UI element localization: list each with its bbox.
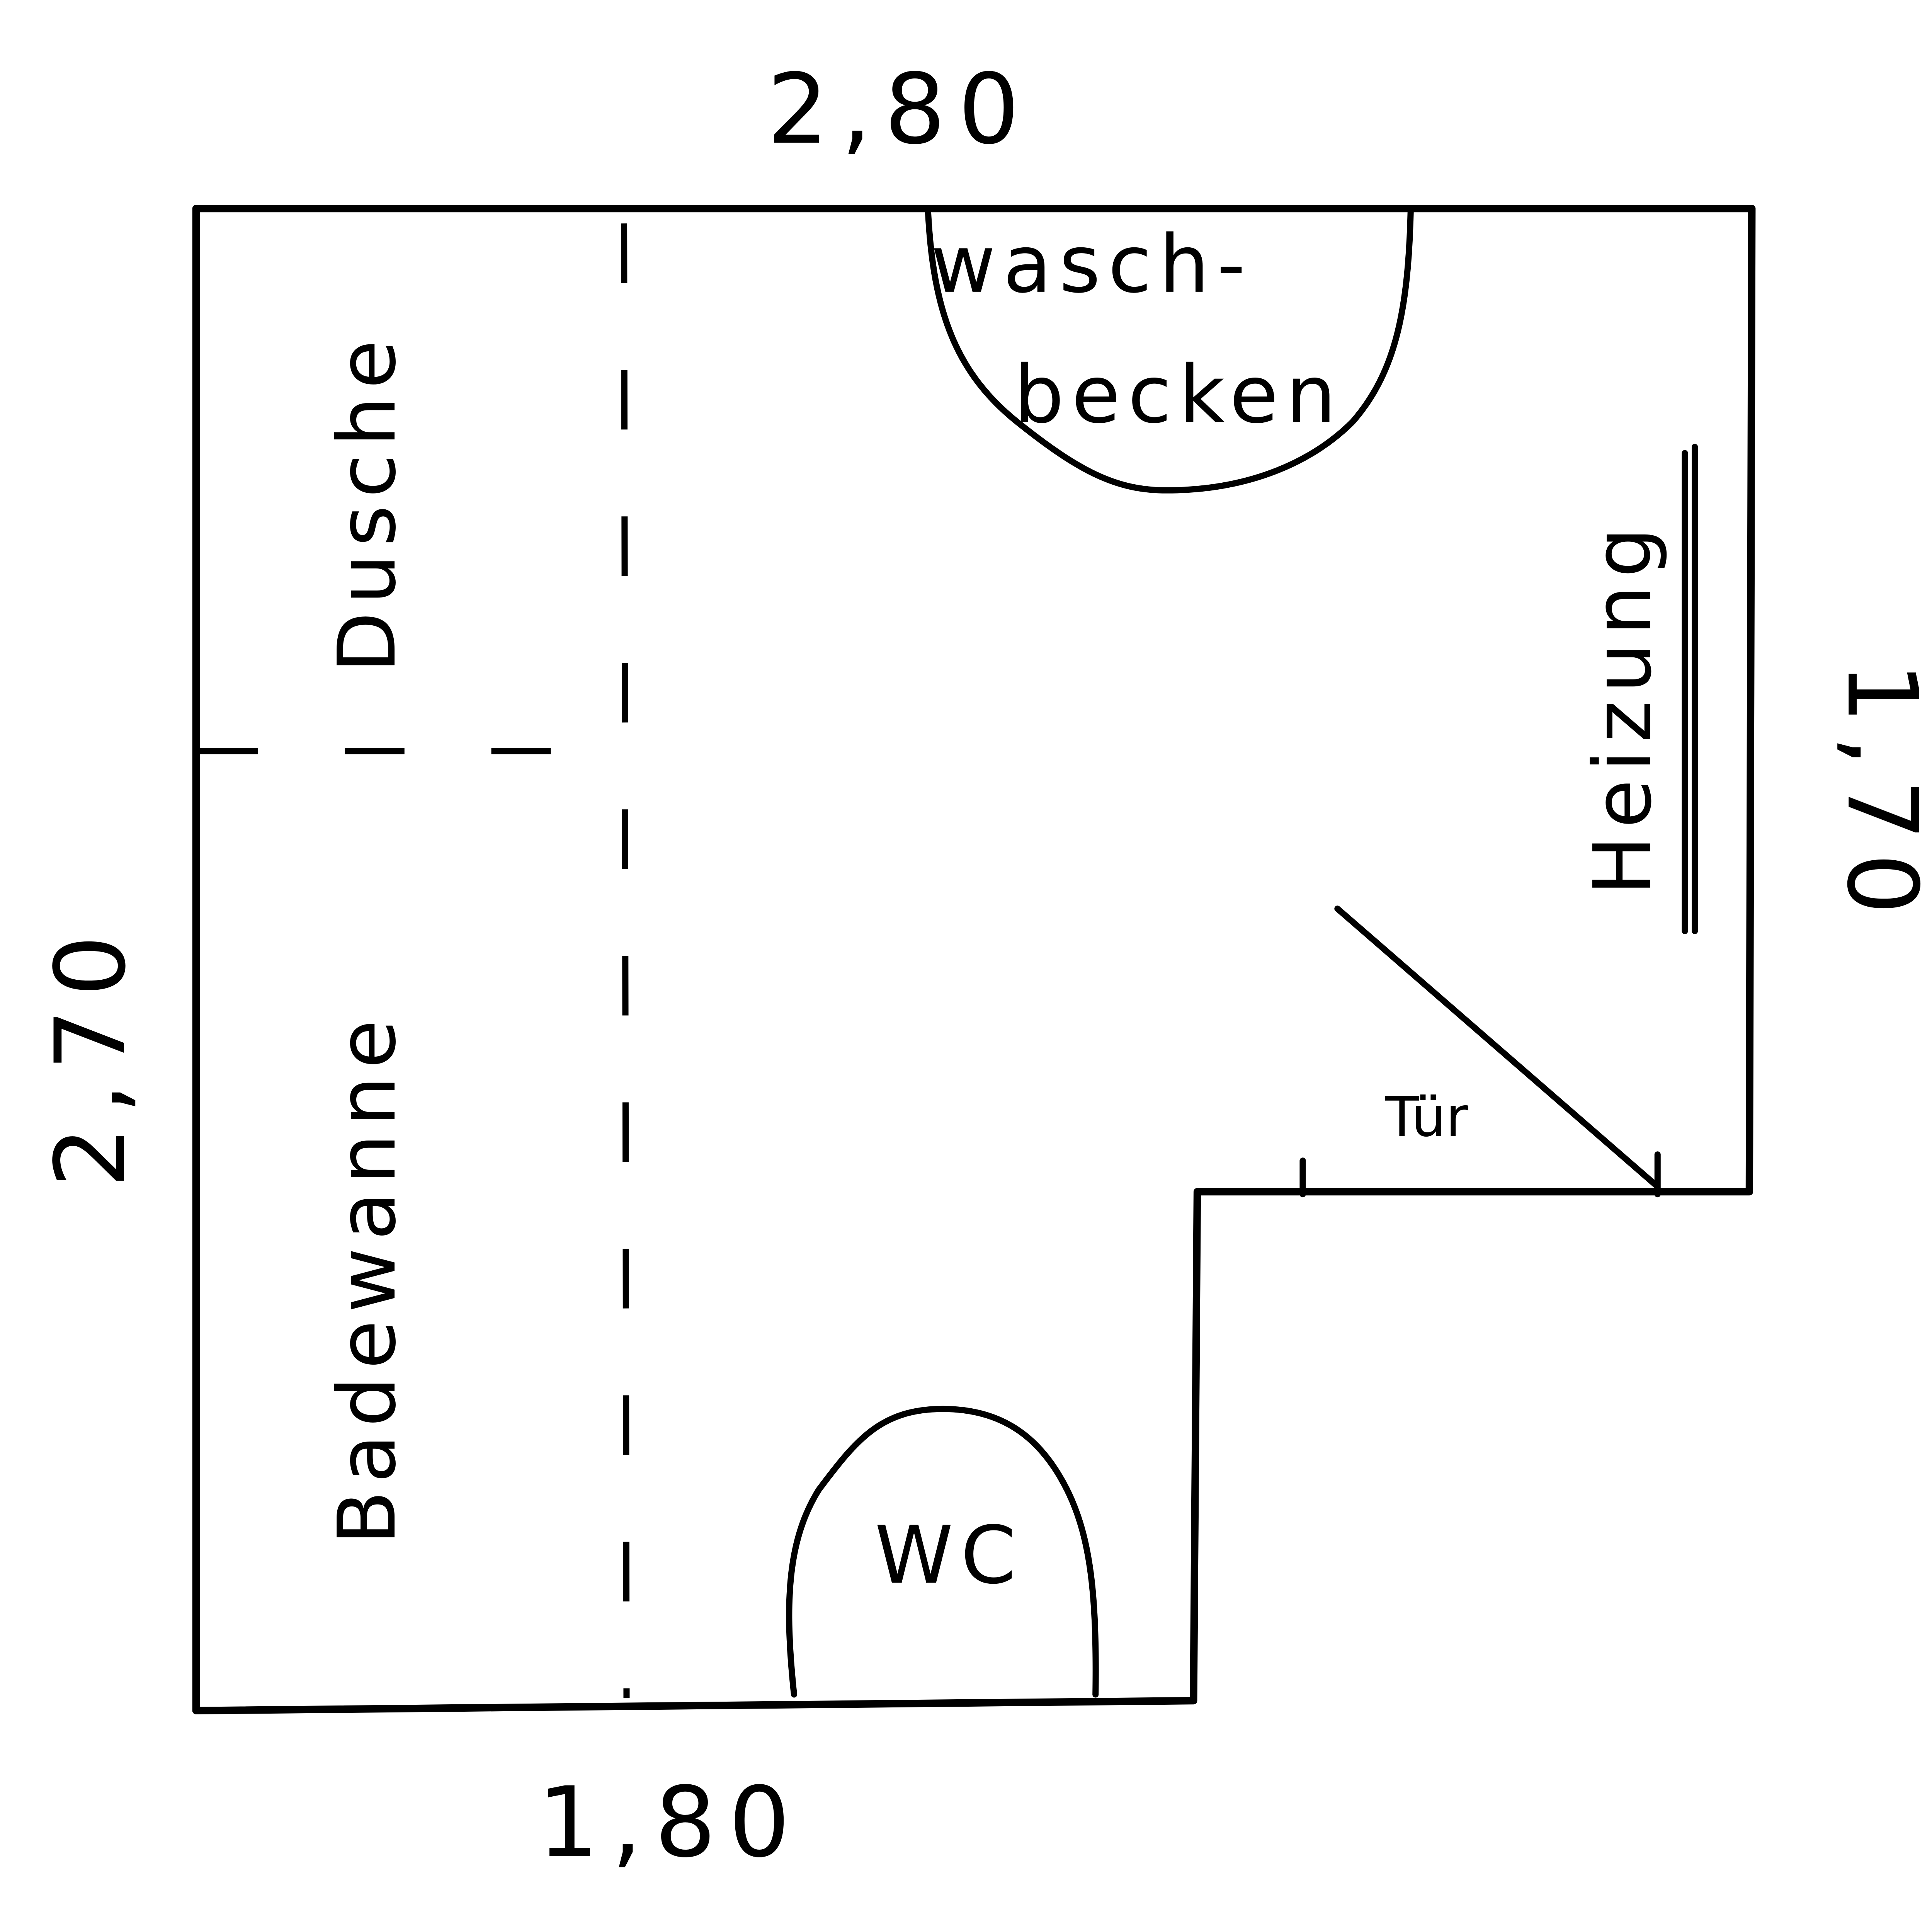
toilet-label: WC [875, 1509, 1024, 1602]
toilet-outline [786, 1406, 1099, 1698]
sink-outline [925, 208, 1414, 494]
dimension-left: 2,70 [34, 923, 147, 1188]
radiator-label: Heizung [1577, 520, 1669, 895]
door-label: Tür [1385, 1086, 1468, 1149]
sink-label-1: wasch- [931, 218, 1253, 311]
bathtub-shower-divider [621, 223, 630, 1699]
door-swing-icon [1334, 905, 1660, 1189]
sink-label-2: becken [1014, 349, 1344, 441]
dimension-top: 2,80 [767, 53, 1032, 166]
outer-walls [192, 204, 1756, 1714]
dimension-bottom: 1,80 [537, 1766, 803, 1879]
shower-label: Dusche [321, 332, 413, 673]
bathtub-label: Badewanne [321, 1012, 413, 1545]
dimension-right: 1,70 [1825, 662, 1932, 927]
